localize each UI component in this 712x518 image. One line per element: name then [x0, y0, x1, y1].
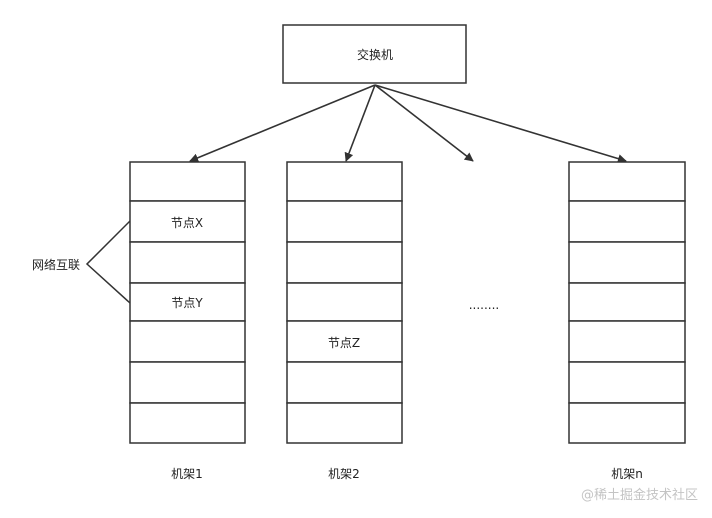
rack-slot	[129, 161, 246, 202]
rack-slot	[286, 320, 403, 363]
rack-n-label: 机架n	[611, 467, 643, 481]
arrow-to-rack-2	[344, 84, 376, 162]
rack-2-label: 机架2	[328, 467, 360, 481]
rack-slot	[129, 402, 246, 444]
rack-slot	[286, 161, 403, 202]
rack-slot	[568, 241, 686, 284]
rack-slot	[568, 200, 686, 243]
more-racks-ellipsis: ........	[469, 298, 500, 312]
rack-2: 节点Z 机架2	[286, 161, 403, 481]
network-interconnect: 网络互联	[32, 220, 131, 304]
interconnect-label: 网络互联	[32, 257, 80, 272]
node-y-label: 节点Y	[171, 296, 203, 310]
arrow-to-rack-n	[374, 84, 627, 163]
rack-slot	[568, 161, 686, 202]
rack-slot	[129, 361, 246, 404]
interconnect-bracket	[85, 220, 131, 304]
rack-slot	[286, 402, 403, 444]
rack-slot	[568, 320, 686, 363]
rack-slot	[129, 200, 246, 243]
rack-slot	[568, 282, 686, 322]
rack-slot	[129, 241, 246, 284]
rack-slot	[568, 402, 686, 444]
rack-n: 机架n	[568, 161, 686, 481]
switch-links	[189, 84, 627, 163]
arrow-to-more-racks	[374, 84, 474, 162]
rack-slot	[129, 320, 246, 363]
node-x-label: 节点X	[171, 216, 203, 230]
rack-slot	[286, 361, 403, 404]
rack-slot	[286, 241, 403, 284]
switch-node: 交换机	[282, 24, 467, 84]
rack-1-label: 机架1	[171, 467, 203, 481]
rack-slot	[286, 282, 403, 322]
switch-label: 交换机	[357, 47, 393, 62]
rack-1: 节点X 节点Y 机架1	[129, 161, 246, 481]
switch-box	[282, 24, 467, 84]
rack-slot	[568, 361, 686, 404]
node-z-label: 节点Z	[328, 336, 360, 350]
arrow-to-rack-1	[189, 84, 376, 163]
watermark-text: @稀土掘金技术社区	[581, 487, 698, 503]
rack-slot	[286, 200, 403, 243]
